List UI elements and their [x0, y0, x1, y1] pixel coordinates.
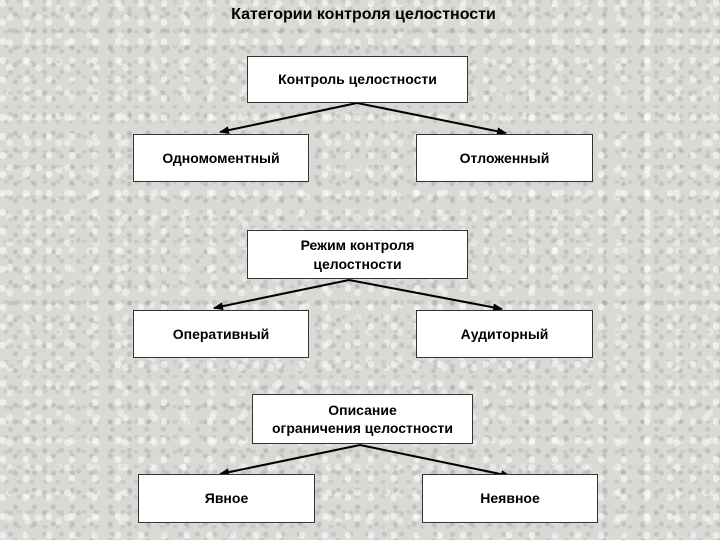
node-explicit: Явное: [138, 474, 315, 523]
node-control-mode: Режим контроля целостности: [247, 230, 468, 279]
node-one-time: Одномоментный: [133, 134, 309, 182]
node-deferred: Отложенный: [416, 134, 593, 182]
diagram-title: Категории контроля целостности: [231, 6, 496, 23]
arrow-group2-left: [213, 279, 350, 311]
node-operational: Оперативный: [133, 310, 309, 358]
arrow-group2-right: [348, 279, 503, 312]
arrow-group3-right: [359, 444, 511, 479]
node-integrity-control: Контроль целостности: [247, 56, 468, 103]
arrow-group3-left: [219, 444, 361, 477]
arrow-group1-left: [219, 102, 358, 135]
arrow-group1-right: [356, 102, 507, 136]
node-audit: Аудиторный: [416, 310, 593, 358]
node-implicit: Неявное: [422, 474, 598, 523]
node-constraint-description: Описание ограничения целостности: [252, 394, 473, 444]
